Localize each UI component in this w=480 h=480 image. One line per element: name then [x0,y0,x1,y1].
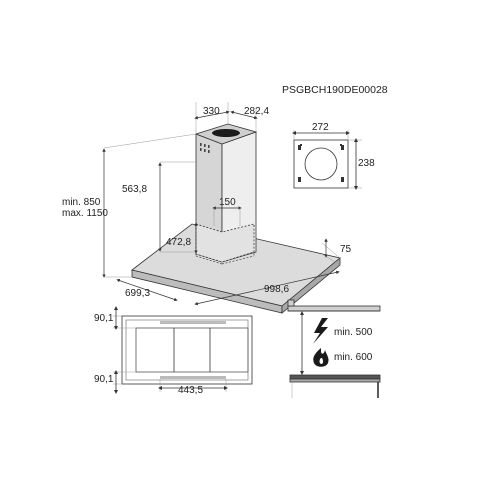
screw-holes [298,144,344,182]
dim-chimney-depth-line [230,110,258,120]
label-canopy-thickness: 75 [340,244,352,255]
label-plate-height: 238 [358,158,375,169]
dim-chimney-width-line [194,110,230,120]
hood-underside [121,315,253,385]
label-gas-min: min. 600 [334,352,373,363]
dim-canopy-width-line [194,270,340,306]
label-canopy-depth: 699,3 [125,288,150,299]
label-inner-height: 472,8 [166,237,191,248]
label-outlet: 150 [219,197,236,208]
label-electric-min: min. 500 [334,327,373,338]
label-edge-top: 90,1 [94,313,114,324]
light-strip-top [160,321,226,324]
hood-side-profile [287,305,381,312]
label-chimney-depth: 282,4 [244,106,269,117]
label-chimney-lower: 563,8 [122,184,147,195]
label-plate-width: 272 [312,122,329,133]
flame-icon [313,348,329,367]
label-height-max: max. 1150 [62,208,108,219]
label-center-width: 443,5 [178,385,203,396]
label-height-min: min. 850 [62,197,101,208]
duct-box [195,223,255,263]
filter-right [209,327,249,373]
chimney-outlet [212,129,240,137]
label-canopy-width: 998,6 [264,284,289,295]
clearance-view [287,299,381,398]
vent-holes [200,143,210,153]
hob-side-profile [289,374,381,380]
drawing-code: PSGBCH190DE00028 [282,84,388,96]
ceiling-plate-view [292,130,362,190]
label-edge-bottom: 90,1 [94,374,114,385]
dim-canopy-depth-line [116,278,178,302]
bottom-view [113,306,253,394]
light-strip-bottom [160,376,226,379]
ceiling-plate-opening [304,147,338,181]
label-chimney-width: 330 [203,106,220,117]
lightning-bolt-icon [313,318,328,344]
